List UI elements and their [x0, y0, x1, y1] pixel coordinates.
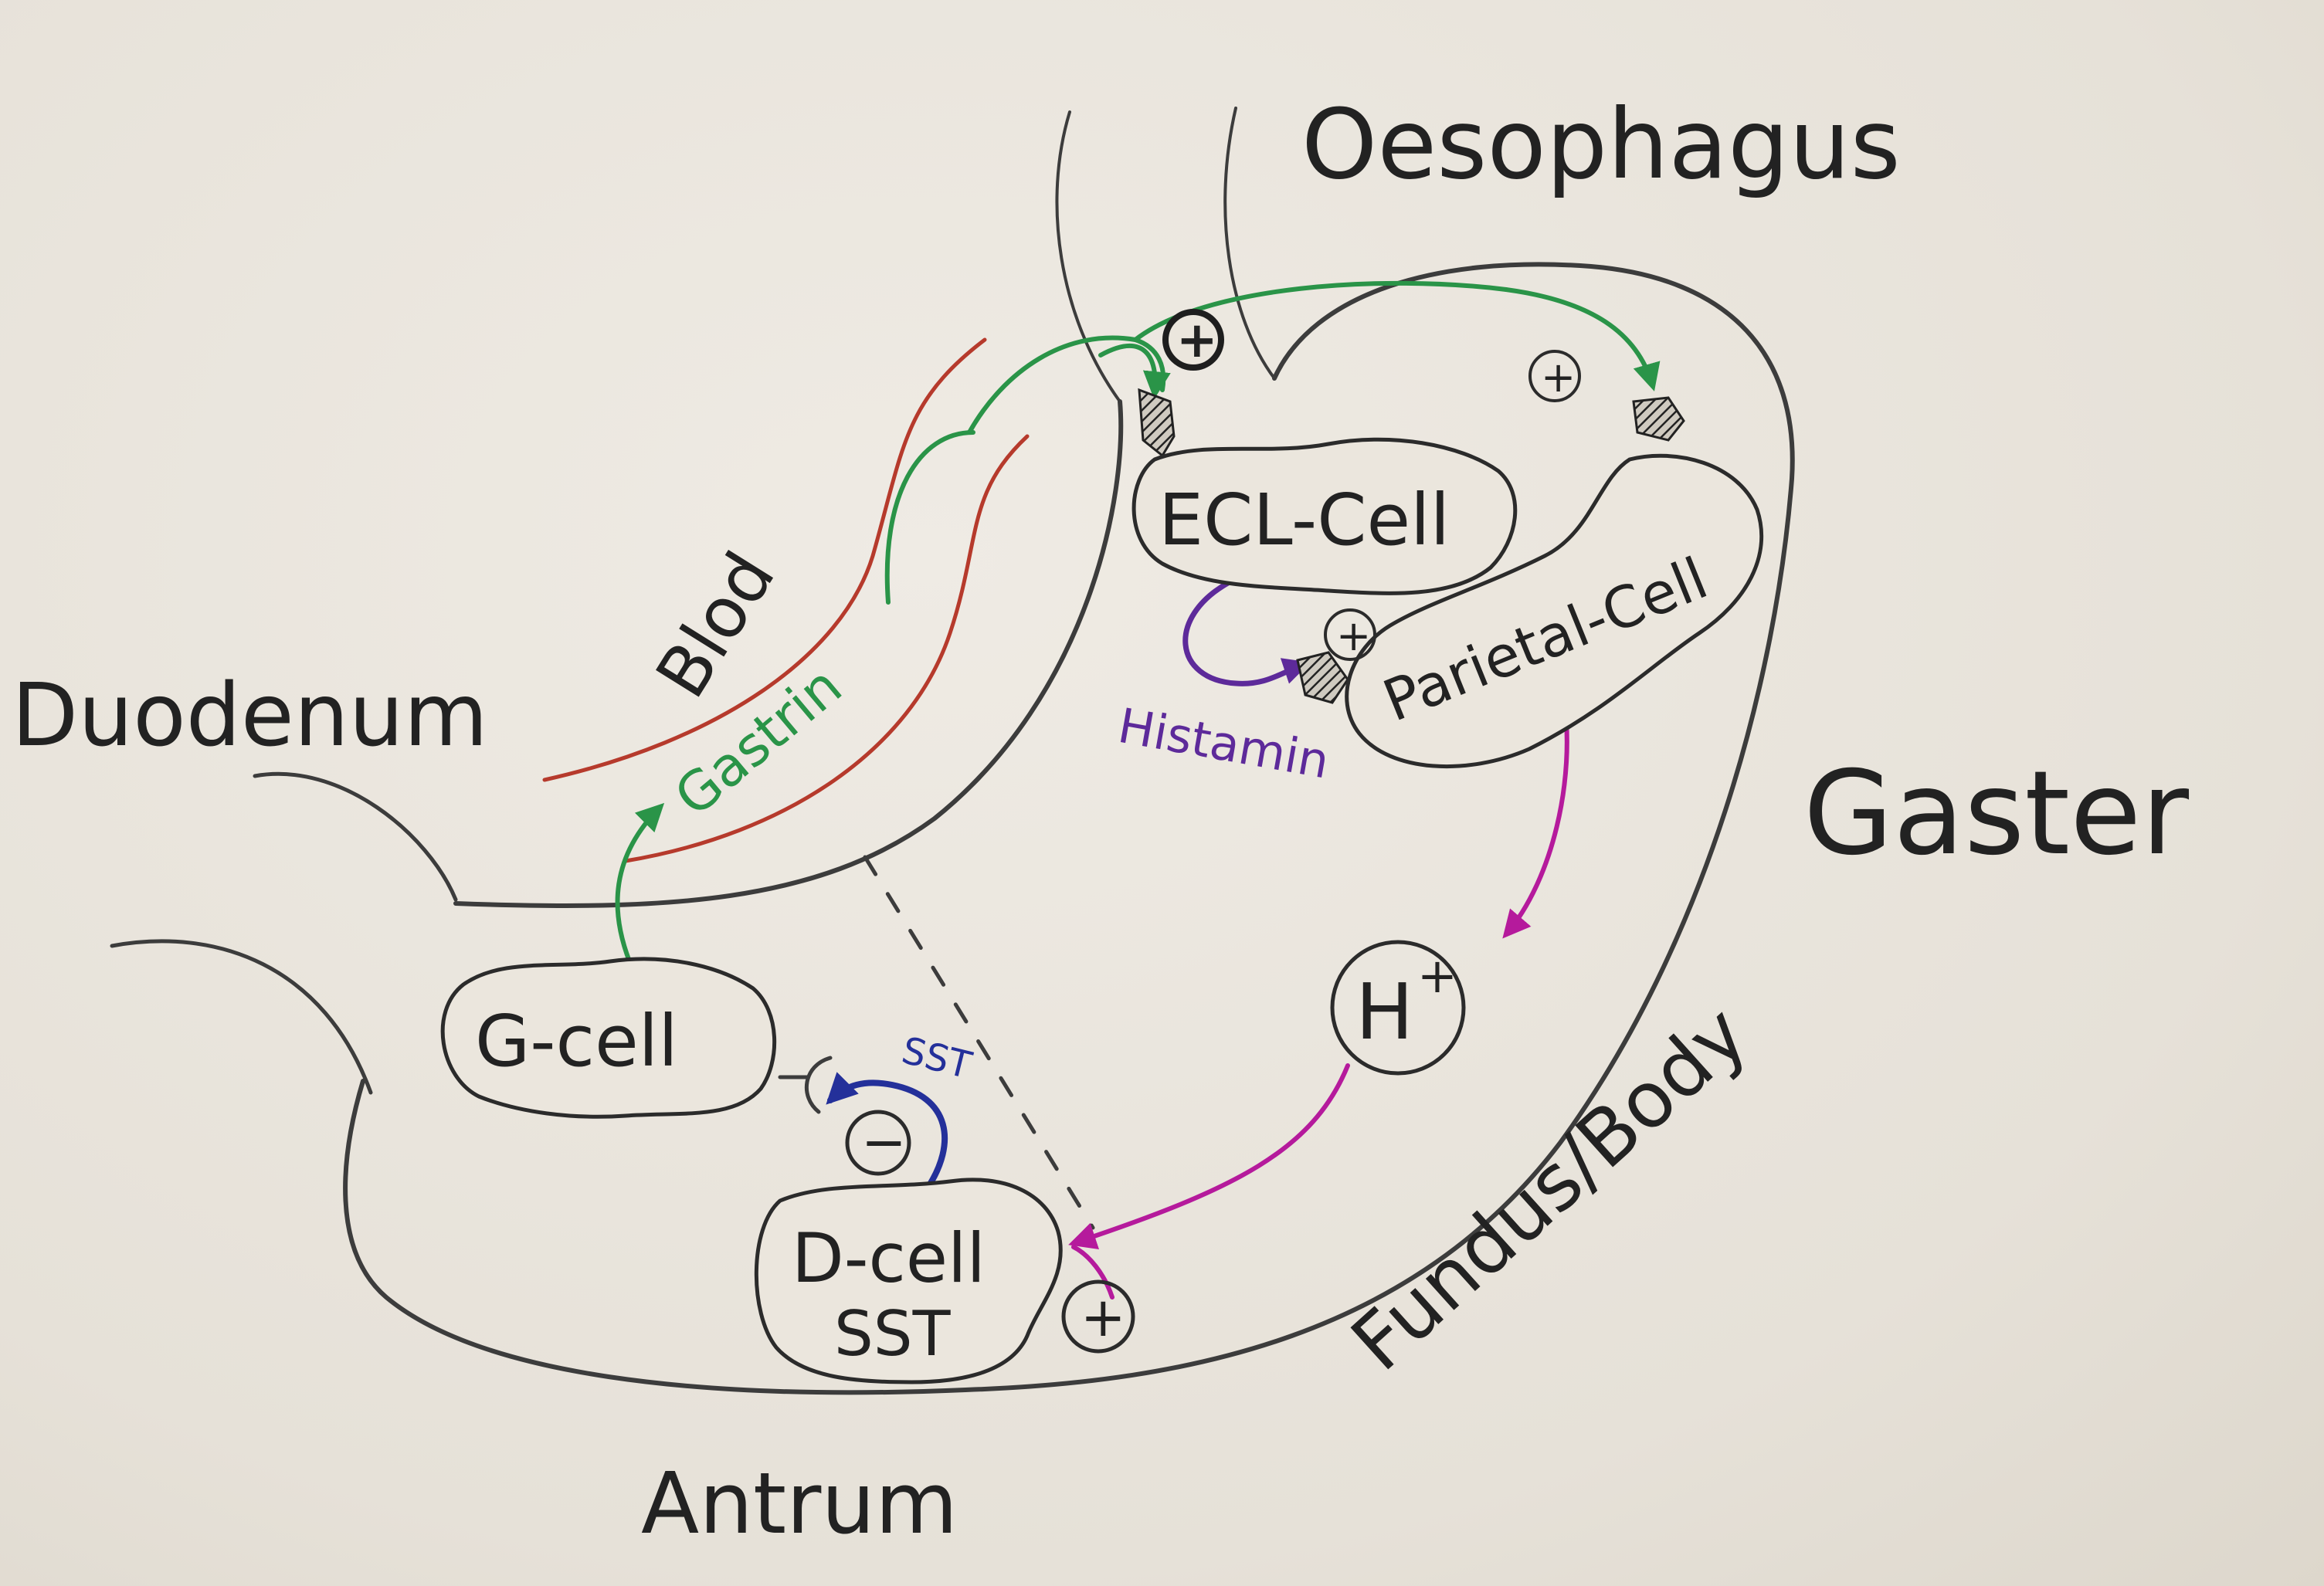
d-cell-stimulation-plus: +: [1061, 1279, 1135, 1354]
antrum-label: Antrum: [641, 1454, 958, 1553]
acid-pathway: [1068, 696, 1569, 1300]
antrum-body-divider: [863, 855, 1095, 1230]
ecl-cell: ECL-Cell: [1131, 437, 1518, 595]
parietal-gastrin-receptor: [1632, 396, 1685, 442]
svg-text:+: +: [1081, 1286, 1126, 1349]
sst-arrow-label: SST: [897, 1029, 976, 1087]
duodenum-label: Duodenum: [12, 666, 488, 766]
h-plus-ion: H +: [1330, 940, 1466, 1076]
ecl-gastrin-receptor: [1138, 388, 1176, 458]
g-cell-inhibition-minus: −: [845, 1110, 911, 1176]
duodenum-outline: [110, 771, 458, 1095]
g-cell: G-cell: [440, 957, 777, 1119]
oesophagus-label: Oesophagus: [1301, 89, 1901, 201]
blood-vessel: [542, 337, 1030, 863]
d-cell-label-line1: D-cell: [792, 1218, 986, 1298]
ecl-cell-label: ECL-Cell: [1159, 479, 1450, 561]
stomach-outline: [343, 262, 1795, 1395]
svg-text:+: +: [1336, 612, 1371, 660]
g-cell-label: G-cell: [475, 1000, 678, 1083]
svg-text:+: +: [1176, 312, 1218, 369]
h-plus-label: H: [1355, 967, 1413, 1057]
oesophagus-outline: [1055, 107, 1276, 403]
parietal-histamin-stimulation-plus: +: [1324, 608, 1376, 661]
d-cell-label-line2: SST: [834, 1298, 952, 1370]
sst-pathway: [826, 1072, 948, 1192]
h-plus-superscript: +: [1417, 947, 1457, 1004]
parietal-histamin-receptor: [1296, 651, 1349, 704]
svg-text:+: +: [1541, 353, 1576, 402]
ecl-stimulation-plus: +: [1162, 309, 1224, 371]
histamin-label: Histamin: [1114, 697, 1333, 790]
gaster-label: Gaster: [1803, 747, 2189, 881]
g-cell-sst-receptor: [805, 1056, 833, 1114]
svg-text:−: −: [861, 1110, 907, 1174]
parietal-gastrin-stimulation-plus: +: [1528, 350, 1581, 402]
d-cell: D-cell SST: [754, 1178, 1063, 1384]
histamin-pathway: [1182, 580, 1311, 686]
